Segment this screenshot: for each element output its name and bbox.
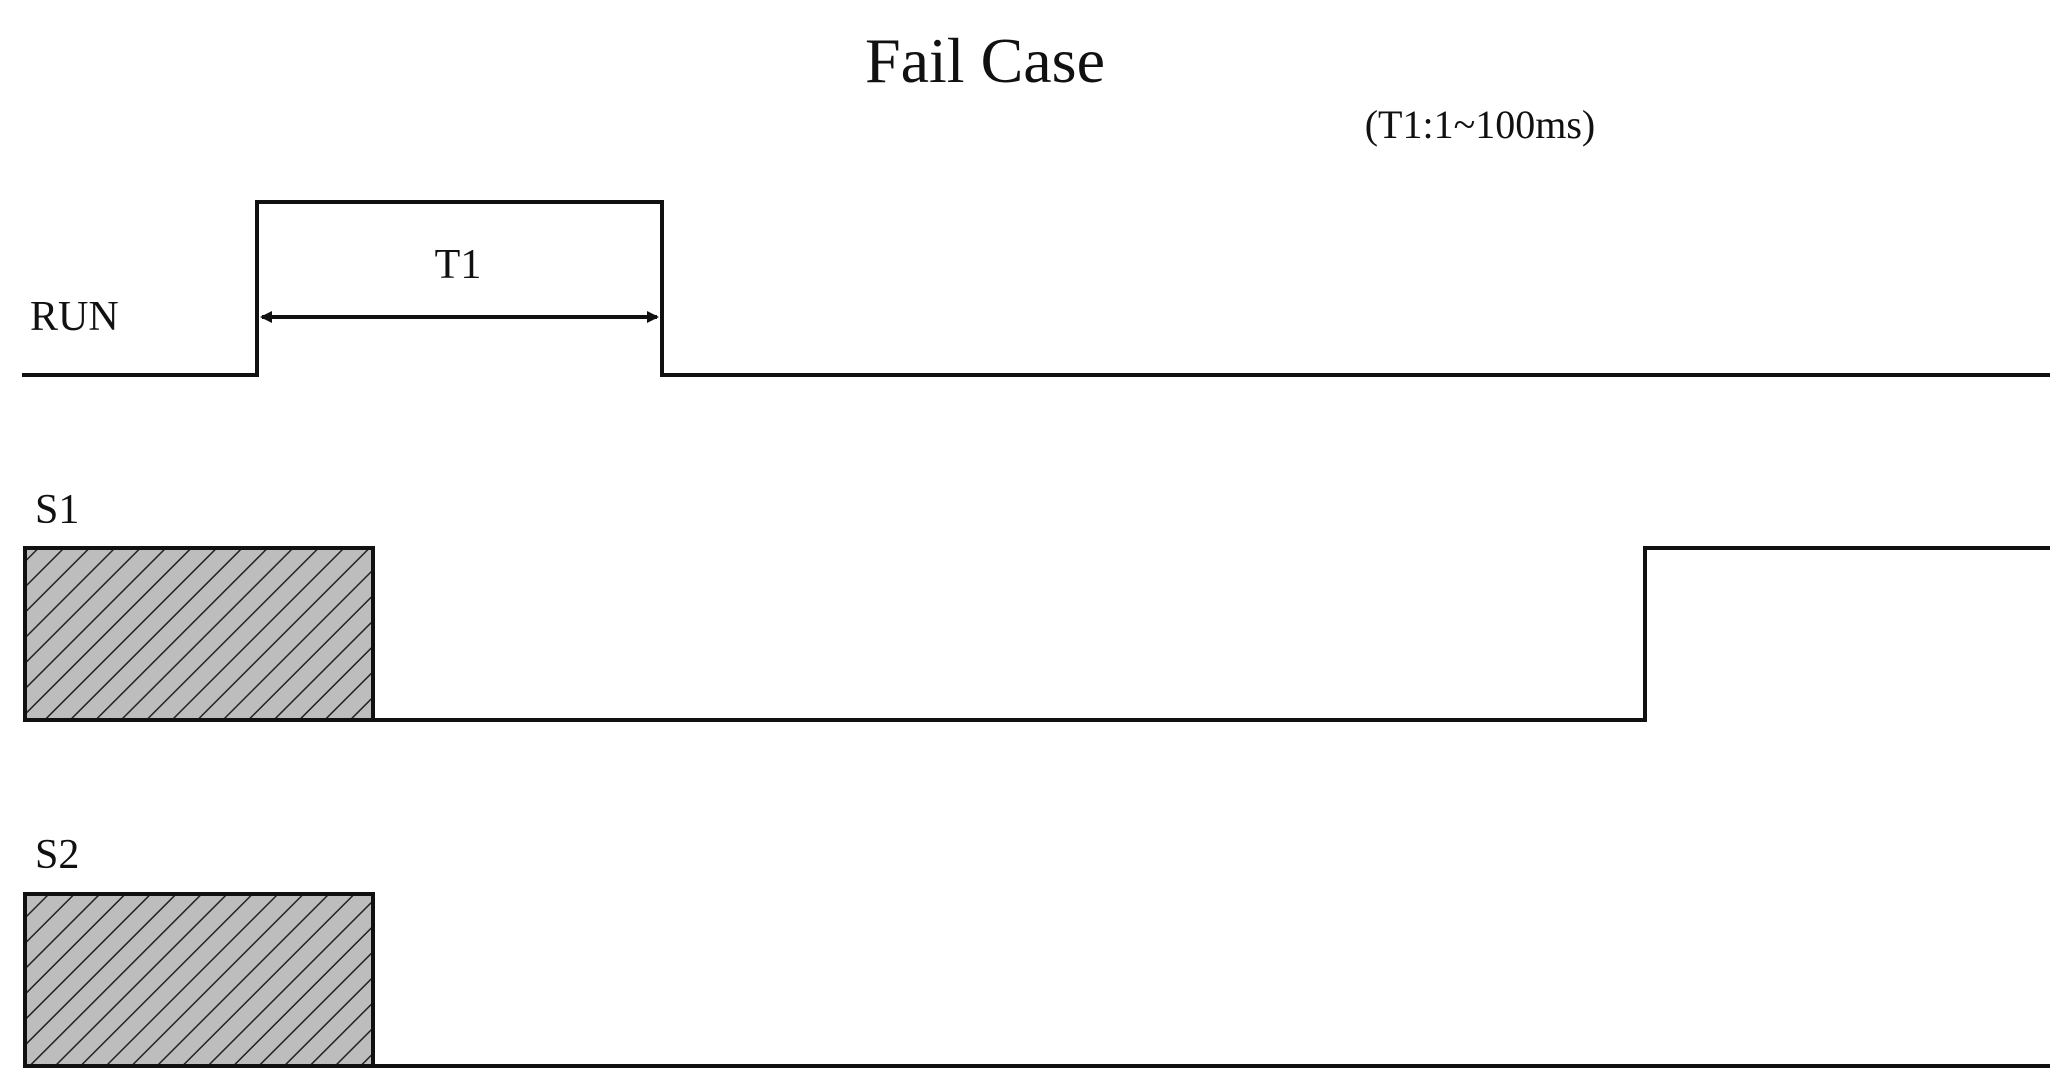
timing-note: (T1:1~100ms): [1365, 102, 1596, 147]
signal-label-s2: S2: [35, 832, 79, 878]
run-waveform: [22, 200, 2050, 377]
s1-undefined-region: [23, 546, 375, 722]
s2-waveform: [371, 894, 2050, 1068]
signal-label-run: RUN: [30, 294, 119, 340]
diagram-title: Fail Case: [865, 25, 1105, 96]
s1-waveform: [371, 546, 2050, 722]
signal-label-s1: S1: [35, 487, 79, 533]
s2-undefined-region: [23, 892, 375, 1068]
t1-label: T1: [435, 242, 482, 288]
